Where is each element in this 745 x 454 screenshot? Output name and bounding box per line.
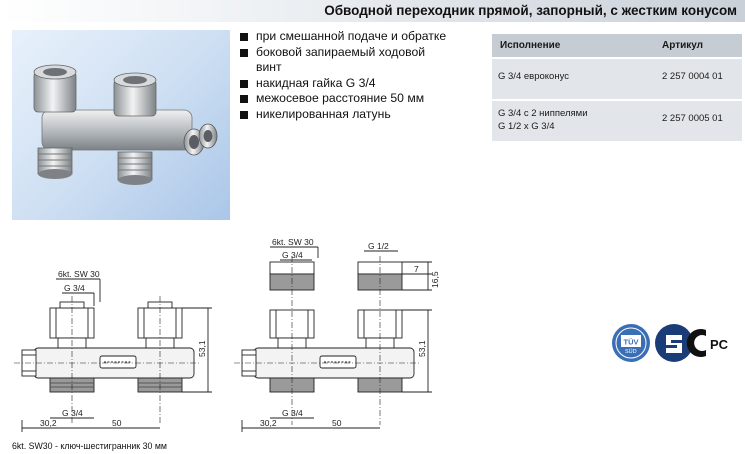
right-dim-7: 7 xyxy=(414,264,419,274)
bullet-square-icon xyxy=(240,48,248,57)
certification-marks: TÜV SÜD PC xyxy=(612,324,729,362)
drawing-left: 6kt. SW 30 G 3/4 xyxy=(14,269,212,432)
sertification-icon xyxy=(655,324,693,362)
svg-text:TÜV: TÜV xyxy=(624,338,639,347)
feature-item-continuation: винт xyxy=(256,60,282,74)
right-thread-top: G 3/4 xyxy=(282,250,303,260)
page-title: Обводной переходник прямой, запорный, с … xyxy=(324,3,737,18)
cell-variant: G 3/4 с 2 ниппелями G 1/2 x G 3/4 xyxy=(498,108,588,132)
bullet-square-icon xyxy=(240,110,248,119)
left-thread-bottom: G 3/4 xyxy=(62,408,83,418)
left-dim-center: 50 xyxy=(112,418,122,428)
table-row: G 3/4 евроконус 2 257 0004 01 xyxy=(492,57,742,99)
right-dim-16-5: 16,5 xyxy=(430,271,440,288)
valve-illustration xyxy=(33,64,218,185)
pct-icon: PC xyxy=(686,329,729,357)
spec-table: Исполнение Артикул G 3/4 евроконус 2 257… xyxy=(492,34,742,141)
spec-table-header: Исполнение Артикул xyxy=(492,34,742,57)
right-dim-center: 50 xyxy=(332,418,342,428)
header-variant: Исполнение xyxy=(500,40,561,51)
bullet-square-icon xyxy=(240,95,248,103)
product-photo xyxy=(12,30,230,220)
right-nipple-thread: G 1/2 xyxy=(368,241,389,251)
table-row: G 3/4 с 2 ниппелями G 1/2 x G 3/4 2 257 … xyxy=(492,99,742,141)
right-sw-label: 6kt. SW 30 xyxy=(272,237,314,247)
feature-item: боковой запираемый ходовой xyxy=(238,45,478,61)
tuv-icon: TÜV SÜD xyxy=(612,324,650,362)
feature-item: никелированная латунь xyxy=(238,107,478,123)
footnote: 6kt. SW30 - ключ-шестигранник 30 мм xyxy=(12,441,167,451)
feature-item: межосевое расстояние 50 мм xyxy=(238,91,478,107)
bullet-square-icon xyxy=(240,79,248,88)
svg-text:SÜD: SÜD xyxy=(625,348,637,355)
cell-article: 2 257 0005 01 xyxy=(662,113,723,124)
left-sw-label: 6kt. SW 30 xyxy=(58,269,100,279)
cell-variant: G 3/4 евроконус xyxy=(498,71,569,82)
header-article: Артикул xyxy=(662,40,704,51)
feature-list: при смешанной подаче и обратке боковой з… xyxy=(238,29,478,122)
feature-item: при смешанной подаче и обратке xyxy=(238,29,478,45)
right-thread-bottom: G 3/4 xyxy=(282,408,303,418)
right-dim-side: 30,2 xyxy=(260,418,277,428)
svg-text:PC: PC xyxy=(710,337,729,352)
left-height-dim: 53,1 xyxy=(197,340,207,357)
left-dim-side: 30,2 xyxy=(40,418,57,428)
technical-drawings: 6kt. SW 30 G 3/4 xyxy=(14,237,440,432)
feature-item: накидная гайка G 3/4 xyxy=(238,76,478,92)
cell-article: 2 257 0004 01 xyxy=(662,71,723,82)
right-height-dim: 53,1 xyxy=(417,340,427,357)
drawing-right: 6kt. SW 30 G 3/4 G 1/2 7 16,5 xyxy=(234,237,440,432)
bullet-square-icon xyxy=(240,33,248,41)
left-thread-top: G 3/4 xyxy=(64,283,85,293)
title-bar: Обводной переходник прямой, запорный, с … xyxy=(0,0,745,22)
